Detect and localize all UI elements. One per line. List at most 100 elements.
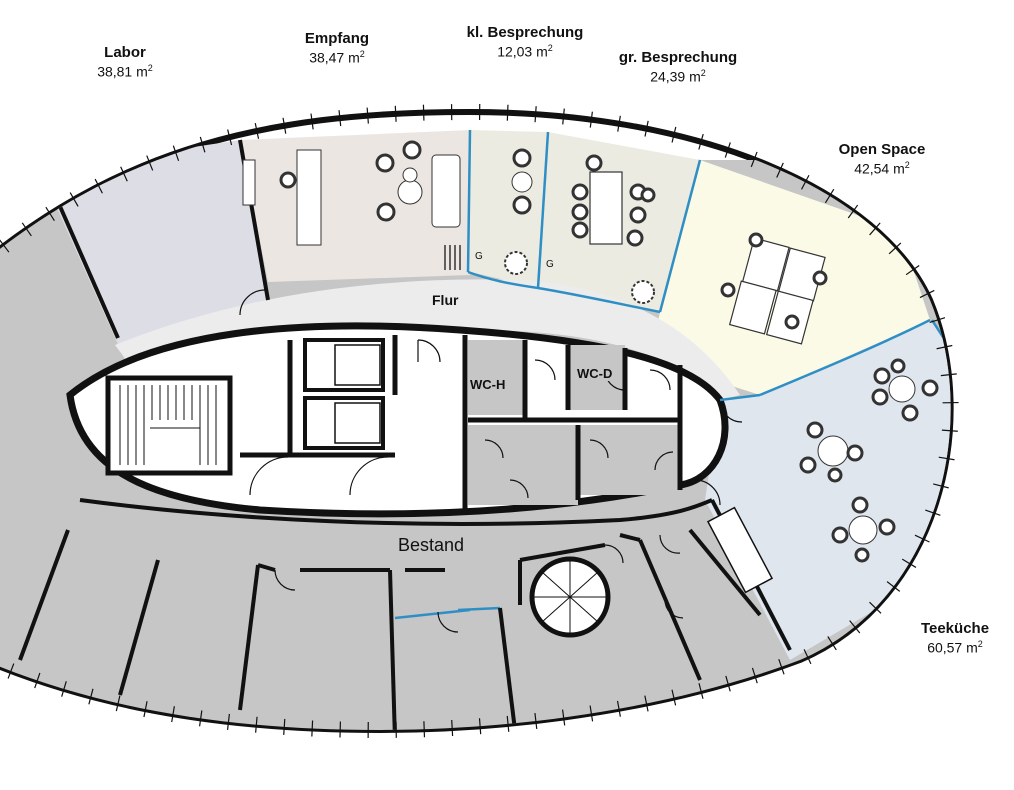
bistro-chairs	[799, 358, 939, 563]
elevator-1-car	[334, 344, 381, 386]
room-name: Open Space	[838, 141, 926, 158]
facade-mullion	[506, 104, 509, 121]
facade-mullion	[45, 206, 55, 222]
partitions	[394, 129, 951, 620]
facade-mullion	[282, 117, 287, 134]
room-name: Empfang	[304, 30, 370, 47]
facade-mullion	[698, 683, 704, 699]
room-area: 38,81 m2	[97, 62, 153, 80]
room-area: 42,54 m2	[854, 159, 910, 177]
facade-mullion	[936, 344, 953, 350]
facade-mullion	[724, 142, 731, 158]
facade-mullion	[750, 151, 758, 168]
facade-mullion	[198, 710, 203, 727]
facade-mullion	[61, 681, 67, 697]
wc-lower-right	[578, 425, 678, 495]
label-empfang: Empfang 38,47 m2	[282, 30, 392, 67]
elevator-2	[303, 396, 385, 450]
facade-mullion	[506, 715, 510, 732]
facade-mullion	[21, 222, 32, 237]
facade-mullion	[338, 110, 342, 127]
facade-mullion	[751, 667, 758, 684]
desk-chair	[279, 171, 297, 189]
room-name: Teeküche	[920, 620, 990, 637]
facade-mullion	[901, 558, 917, 568]
facade-mullion	[919, 289, 935, 299]
facade-mullion	[534, 106, 537, 123]
facade-mullion	[394, 105, 397, 122]
room-labor	[40, 140, 268, 360]
facade-mullion	[311, 720, 314, 737]
facade-mullion	[905, 264, 920, 276]
facade-mullion	[146, 155, 154, 171]
workstation-chairs	[720, 232, 828, 330]
facade-mullion	[589, 111, 593, 128]
room-flur	[115, 279, 740, 400]
label-labor: Labor 38,81 m2	[70, 44, 180, 81]
label-bestand: Bestand	[398, 535, 465, 555]
facade-mullion	[143, 701, 148, 718]
label-wc-h: WC-H	[470, 377, 506, 392]
meeting-table-large	[589, 171, 623, 245]
stairwell	[105, 375, 233, 476]
spiral-stair-steps	[533, 560, 607, 634]
facade-mullion	[310, 113, 314, 130]
room-kl-besprechung	[470, 130, 548, 288]
facade-mullion	[69, 192, 79, 207]
wc-lower-left	[468, 425, 578, 505]
facade-mullion	[914, 534, 930, 543]
facade-mullion	[115, 695, 121, 712]
facade-mullion	[671, 689, 677, 706]
room-area: 38,47 m2	[309, 48, 365, 66]
room-name: Labor	[104, 44, 146, 61]
facade-mullion	[933, 483, 949, 489]
kitchen-counter	[706, 506, 774, 594]
facade-mullion	[451, 719, 454, 737]
label-wc-d: WC-D	[577, 366, 613, 381]
facade-mullion	[929, 317, 946, 324]
bistro-tables	[817, 375, 916, 545]
facade-mullion	[644, 120, 649, 137]
facade-mullion	[800, 174, 810, 190]
facade-mullion	[616, 700, 621, 717]
label-open-space: Open Space 42,54 m2	[812, 141, 952, 178]
reception-desk	[296, 149, 322, 246]
facade-mullion	[824, 188, 835, 204]
facade-mullion	[617, 115, 621, 132]
bestand-doors	[274, 534, 684, 633]
elevator-1	[303, 338, 385, 392]
facade-mullion	[199, 136, 206, 153]
label-door-g-1: G	[475, 251, 483, 262]
meeting-chairs	[571, 154, 656, 247]
facade-mullion	[925, 509, 941, 516]
label-door-g-2: G	[546, 259, 554, 270]
facade-mullion	[94, 178, 103, 194]
core-doors	[239, 289, 743, 506]
sofa	[431, 154, 461, 228]
facade-mullions	[0, 104, 959, 738]
facade-mullion	[171, 706, 175, 723]
facade-mullion	[7, 663, 15, 679]
facade-mullion	[34, 672, 41, 689]
plant-icon	[504, 251, 528, 275]
facade-mullion	[120, 166, 128, 182]
facade-mullion	[534, 712, 538, 730]
core-walls	[240, 335, 683, 515]
facade-mullion	[366, 107, 369, 124]
facade-mullion	[283, 718, 286, 735]
facade-mullion	[698, 133, 704, 150]
facade-mullion	[255, 716, 258, 733]
room-area: 24,39 m2	[650, 67, 706, 85]
facade-mullion	[254, 122, 260, 139]
facade-mullion	[778, 658, 785, 675]
facade-mullion	[776, 162, 784, 178]
facade-mullion	[886, 581, 901, 592]
facade-mullion	[888, 242, 902, 255]
room-name: gr. Besprechung	[618, 49, 738, 66]
wall-labor-inner	[53, 194, 120, 339]
facade-mullion	[847, 204, 859, 219]
facade-mullion	[827, 636, 837, 651]
stair-steps	[119, 385, 217, 465]
facade-mullion	[423, 721, 426, 738]
